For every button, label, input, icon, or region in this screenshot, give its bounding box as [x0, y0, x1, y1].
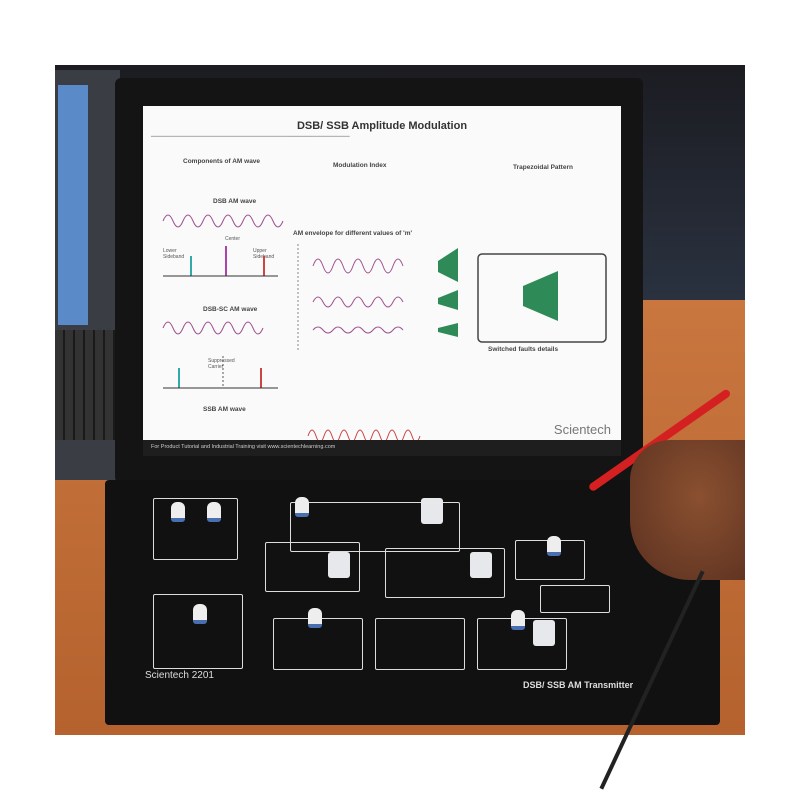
- knob[interactable]: [511, 610, 525, 630]
- knob[interactable]: [207, 502, 221, 522]
- heading-modindex: Modulation Index: [333, 162, 387, 169]
- block-modulator: [290, 502, 460, 552]
- potentiometer-cube[interactable]: [421, 498, 443, 524]
- heading-components: Components of AM wave: [183, 158, 261, 165]
- laptop-screen: [58, 85, 88, 325]
- block-switches: [540, 585, 610, 613]
- laptop-keyboard: [55, 330, 120, 440]
- board-title: DSB/ SSB AM Transmitter: [523, 680, 634, 690]
- board-brand: Scientech 2201: [145, 670, 214, 681]
- knob[interactable]: [193, 604, 207, 624]
- block-carrier-generator: [265, 542, 360, 592]
- heading-faults: Switched faults details: [488, 346, 559, 353]
- block-audio-amplifier: [153, 594, 243, 669]
- heading-ssb: SSB AM wave: [203, 406, 246, 413]
- block-phase-generator: [385, 548, 505, 598]
- knob[interactable]: [295, 497, 309, 517]
- heading-dsb: DSB AM wave: [213, 198, 257, 205]
- block-bandpass-filter: [375, 618, 465, 670]
- trainer-board: Scientech 2201 DSB/ SSB AM Transmitter: [105, 480, 720, 725]
- potentiometer-cube[interactable]: [533, 620, 555, 646]
- knob[interactable]: [308, 608, 322, 628]
- potentiometer-cube[interactable]: [470, 552, 492, 578]
- heading-dsbsc: DSB-SC AM wave: [203, 306, 258, 313]
- screen-footer: For Product Tutorial and Industrial Trai…: [143, 440, 621, 456]
- block-function-generator: [153, 498, 238, 560]
- scientech-logo: Scientech: [553, 422, 611, 437]
- label-lower: Lower Sideband: [163, 248, 185, 260]
- monitor-screen: DSB/ SSB Amplitude Modulation ━━━━━━━━━━…: [143, 106, 621, 456]
- hand: [630, 440, 745, 580]
- label-center: Center: [225, 236, 241, 242]
- potentiometer-cube[interactable]: [328, 552, 350, 578]
- intro-text: ━━━━━━━━━━━━━━━━━━━━━━━━━━━━━━━━━━━━━━━━…: [151, 134, 350, 140]
- heading-trapezoid: Trapezoidal Pattern: [513, 164, 573, 171]
- screen-title: DSB/ SSB Amplitude Modulation: [296, 120, 468, 132]
- diagram-graphics: [162, 214, 607, 443]
- heading-envelope: AM envelope for different values of 'm': [293, 230, 413, 237]
- knob[interactable]: [547, 536, 561, 556]
- knob[interactable]: [171, 502, 185, 522]
- label-suppressed: Suppressed Carrier: [208, 358, 235, 370]
